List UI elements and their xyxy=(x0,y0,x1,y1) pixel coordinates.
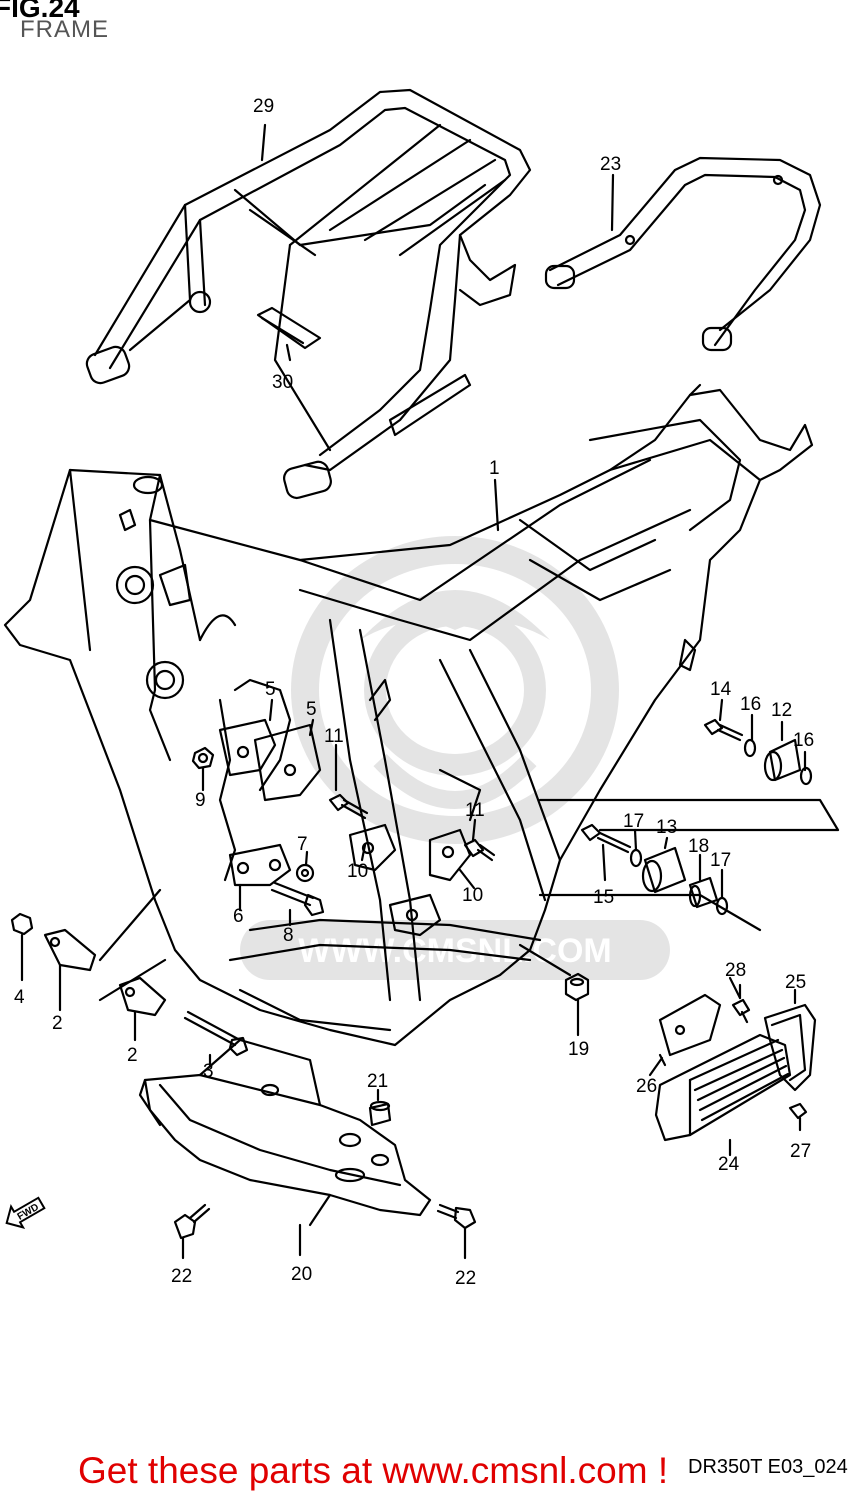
fwd-label: FWD xyxy=(16,1202,41,1223)
callout-5b: 5 xyxy=(306,699,317,720)
washer-16a-part xyxy=(743,738,757,758)
callout-12: 12 xyxy=(771,700,792,721)
callout-7: 7 xyxy=(297,834,308,855)
tool-box-lid-part xyxy=(763,1003,817,1092)
bushing-13-part xyxy=(641,846,687,894)
callout-9: 9 xyxy=(195,790,206,811)
callout-19: 19 xyxy=(568,1039,589,1060)
callout-27: 27 xyxy=(790,1141,811,1162)
callout-30: 30 xyxy=(272,372,293,393)
bushing-12-part xyxy=(763,738,802,782)
bracket-2b-part xyxy=(118,976,167,1017)
callout-23: 23 xyxy=(600,154,621,175)
nut-19-part xyxy=(564,972,590,1002)
bolt-22b-part xyxy=(436,1203,477,1230)
lower-bracket-part xyxy=(228,843,292,887)
nut-9-part xyxy=(191,746,215,770)
callout-16a: 16 xyxy=(740,694,761,715)
screw-27-part xyxy=(788,1102,808,1132)
callout-3: 3 xyxy=(203,1061,214,1082)
callout-14: 14 xyxy=(710,679,732,700)
callout-22a: 22 xyxy=(171,1266,192,1287)
bracket-2a-part xyxy=(43,928,97,972)
callout-2b: 2 xyxy=(127,1045,138,1066)
callout-25: 25 xyxy=(785,972,806,993)
callout-6: 6 xyxy=(233,906,244,927)
rear-carrier-part xyxy=(85,88,532,500)
engine-mount-brackets-part xyxy=(218,718,322,802)
callout-11b: 11 xyxy=(465,800,485,821)
callout-10b: 10 xyxy=(462,885,483,906)
bolt-14-part xyxy=(703,718,744,742)
callout-10a: 10 xyxy=(347,861,368,882)
callout-13: 13 xyxy=(656,817,677,838)
grommet-21-part xyxy=(368,1100,392,1127)
callout-16b: 16 xyxy=(793,730,814,751)
reference-code: DR350T E03_024 xyxy=(688,1456,848,1478)
callout-11a: 11 xyxy=(324,726,344,747)
callout-20: 20 xyxy=(291,1264,312,1285)
skid-plate-part xyxy=(138,1038,432,1227)
callout-17b: 17 xyxy=(710,850,731,871)
grab-rail-part xyxy=(544,156,822,352)
callout-26: 26 xyxy=(636,1076,657,1097)
callout-24: 24 xyxy=(718,1154,740,1175)
main-frame-part xyxy=(3,383,814,1047)
forward-arrow-icon: FWD xyxy=(5,1196,46,1229)
footer-link[interactable]: Get these parts at www.cmsnl.com ! xyxy=(78,1450,669,1491)
bolt-11a-part xyxy=(328,793,369,820)
callout-18: 18 xyxy=(688,836,709,857)
nut-7-part xyxy=(295,863,315,883)
bracket-26-part xyxy=(658,993,722,1057)
bolt-22a-part xyxy=(173,1203,211,1240)
callout-1: 1 xyxy=(489,458,500,479)
callout-4: 4 xyxy=(14,987,25,1008)
engine-plates-part xyxy=(348,823,472,937)
figure-subtitle: FRAME xyxy=(20,16,109,43)
callout-2a: 2 xyxy=(52,1013,63,1034)
callout-28: 28 xyxy=(725,960,746,981)
callout-22b: 22 xyxy=(455,1268,476,1289)
callout-15: 15 xyxy=(593,887,614,908)
screw-28-part xyxy=(731,998,751,1024)
callout-29: 29 xyxy=(253,96,274,117)
bolt-15-part xyxy=(580,823,632,854)
callout-21: 21 xyxy=(367,1071,388,1092)
tool-box-part xyxy=(654,1033,792,1142)
bolt-11b-part xyxy=(463,838,496,862)
figure-title: FIG.24 xyxy=(0,0,80,23)
washer-17a-part xyxy=(629,848,643,868)
nut-4-part xyxy=(10,912,34,936)
callout-8: 8 xyxy=(283,925,294,946)
bolt-3-part xyxy=(183,1010,249,1057)
callout-5a: 5 xyxy=(265,679,276,700)
rubber-plate-part xyxy=(256,306,322,350)
bolt-8-part xyxy=(270,881,325,917)
callout-17a: 17 xyxy=(623,811,644,832)
